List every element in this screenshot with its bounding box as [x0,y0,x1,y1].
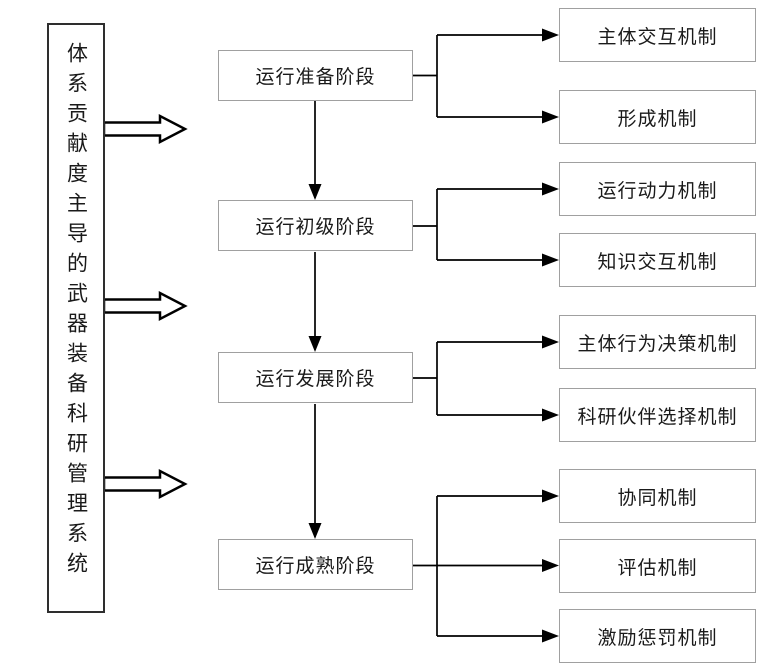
mechanism-label: 运行动力机制 [597,180,718,202]
branch-connector [413,182,559,267]
mechanism-box-evaluation: 评估机制 [559,539,756,593]
hollow-arrow-icon [102,113,188,145]
mechanism-box-subject-interaction: 主体交互机制 [559,8,756,62]
mechanism-label: 协同机制 [617,487,698,509]
system-title: 体系贡献度主导的武器装备科研管理系统 [64,42,89,582]
mechanism-label: 主体行为决策机制 [577,333,738,355]
stage-box-preparation: 运行准备阶段 [218,50,413,101]
mechanism-box-partner-selection: 科研伙伴选择机制 [559,388,756,442]
system-title-box: 体系贡献度主导的武器装备科研管理系统 [47,23,105,613]
branch-connector [413,335,559,422]
branch-connector [413,489,559,643]
mechanism-label: 形成机制 [617,108,698,130]
stage-label: 运行成熟阶段 [255,556,376,577]
stage-box-development: 运行发展阶段 [218,352,413,403]
mechanism-label: 知识交互机制 [597,251,718,273]
branch-connector [413,28,559,124]
mechanism-label: 评估机制 [617,557,698,579]
stage-label: 运行发展阶段 [255,369,376,390]
mechanism-label: 激励惩罚机制 [597,627,718,649]
mechanism-box-behavior-decision: 主体行为决策机制 [559,315,756,369]
hollow-arrow-icon [102,290,188,322]
mechanism-box-knowledge-interaction: 知识交互机制 [559,233,756,287]
mechanism-box-collaboration: 协同机制 [559,469,756,523]
stage-label: 运行准备阶段 [255,67,376,88]
hollow-arrow-icon [102,468,188,500]
mechanism-box-incentive-punishment: 激励惩罚机制 [559,609,756,663]
mechanism-box-operation-dynamics: 运行动力机制 [559,162,756,216]
stage-label: 运行初级阶段 [255,217,376,238]
stage-box-initial: 运行初级阶段 [218,200,413,251]
down-arrow-connector [308,101,322,539]
mechanism-label: 主体交互机制 [597,26,718,48]
mechanism-box-formation: 形成机制 [559,90,756,144]
mechanism-label: 科研伙伴选择机制 [577,406,738,428]
stage-box-maturity: 运行成熟阶段 [218,539,413,590]
